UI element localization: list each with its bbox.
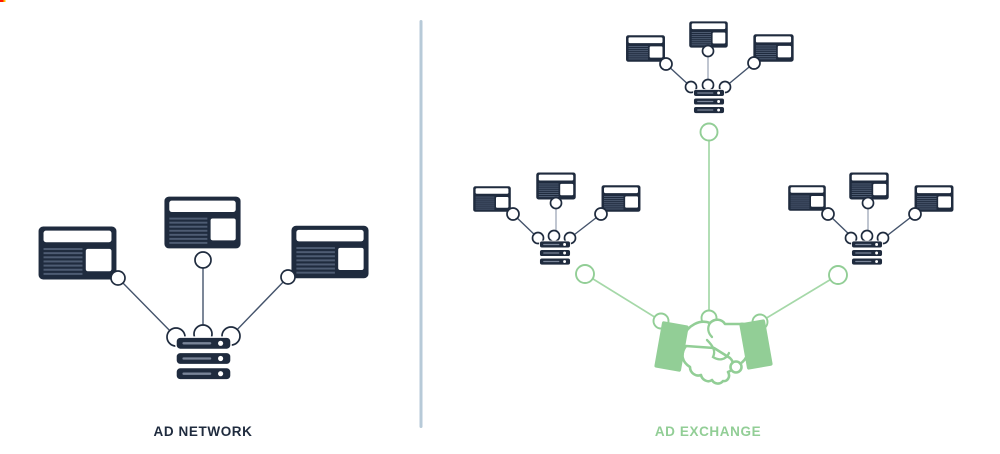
webpage-ad-icon (535, 171, 577, 201)
connection-lines (117, 260, 289, 338)
webpage-ad-icon (36, 224, 119, 282)
ad-network-label: AD NETWORK (154, 424, 253, 439)
publisher-cluster-right (786, 171, 955, 266)
webpage-ad-icon (471, 185, 513, 213)
webpage-ad-icon (913, 184, 955, 213)
ad-server-icon (693, 88, 725, 115)
webpage-ad-icon (624, 34, 667, 63)
webpage-ad-icon (786, 184, 828, 212)
webpage-ad-icon (752, 33, 795, 63)
publisher-cluster-left (471, 171, 642, 266)
ad-exchange-label: AD EXCHANGE (655, 424, 761, 439)
panel-divider (419, 20, 423, 428)
exchange-links (575, 122, 848, 331)
ad-server-icon (851, 240, 883, 266)
screen-artifact (0, 0, 6, 2)
ad-network-panel: AD NETWORK (36, 194, 371, 439)
webpage-ad-icon (848, 171, 890, 201)
publisher-cluster-top (624, 20, 795, 115)
webpage-ad-icon (600, 184, 642, 213)
ad-server-icon (175, 335, 232, 382)
webpage-ad-icon (289, 223, 371, 281)
handshake-icon (654, 318, 773, 385)
webpage-ad-icon (688, 20, 729, 49)
ad-server-icon (539, 240, 571, 266)
ad-exchange-panel: AD EXCHANGE (471, 20, 955, 439)
webpage-ad-icon (162, 194, 243, 251)
